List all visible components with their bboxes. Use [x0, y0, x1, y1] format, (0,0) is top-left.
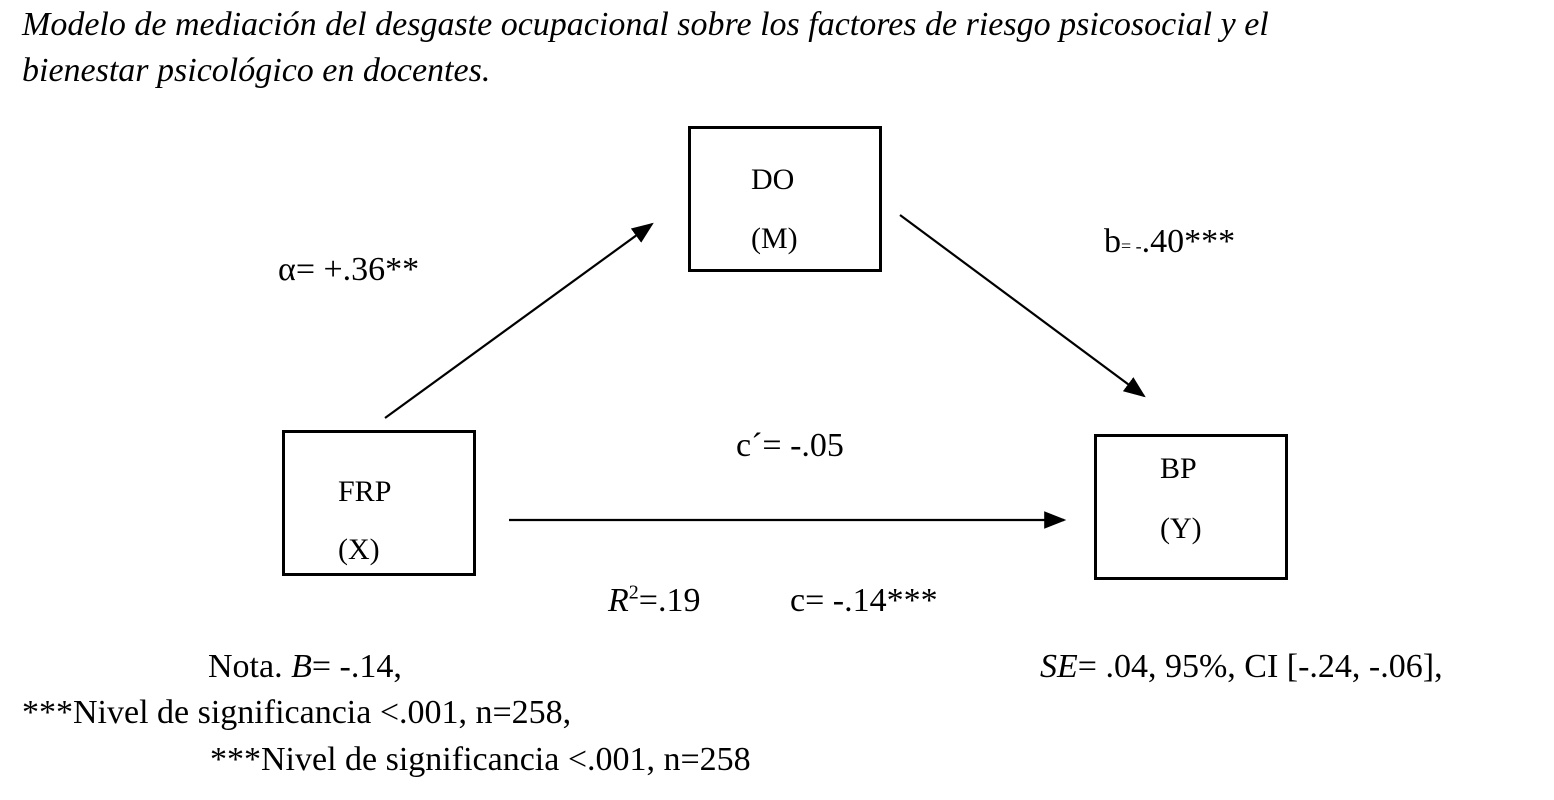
path-b-label: b= -.40*** — [1104, 222, 1235, 266]
path-a-value: = +.36** — [295, 251, 420, 288]
path-a-label: α= +.36** — [278, 250, 419, 290]
mediator-role: (M) — [751, 222, 798, 255]
outcome-role: (Y) — [1160, 512, 1202, 545]
mediator-name: DO — [751, 163, 795, 196]
figure-title: Modelo de mediación del desgaste ocupaci… — [22, 2, 1522, 94]
r-squared-label: R2=.19 — [608, 581, 700, 621]
note-significance-2: ***Nivel de significancia <.001, n=258 — [210, 741, 751, 778]
path-b-prefix: b — [1104, 223, 1121, 260]
note-label: Nota. — [208, 648, 283, 685]
predictor-name: FRP — [338, 475, 392, 508]
figure-title-line-1: Modelo de mediación del desgaste ocupaci… — [22, 6, 1269, 43]
predictor-role: (X) — [338, 533, 380, 566]
note-se-value: = .04, 95%, CI [-.24, -.06], — [1077, 648, 1443, 685]
path-c-label: c= -.14*** — [790, 582, 938, 619]
path-b-eq: = - — [1121, 236, 1142, 256]
path-a-prefix: α — [278, 251, 296, 288]
r-squared-symbol: R — [608, 582, 629, 619]
predictor-box — [282, 430, 476, 576]
note-b-symbol: B — [291, 648, 312, 685]
r-squared-exponent: 2 — [628, 581, 639, 604]
arrow-x-to-m — [384, 222, 654, 419]
note-b-line: Nota. B= -.14, — [208, 647, 402, 687]
note-se-symbol: SE — [1040, 648, 1078, 685]
outcome-box — [1094, 434, 1288, 580]
r-squared-value: =.19 — [638, 582, 701, 619]
note-se-line: SE= .04, 95%, CI [-.24, -.06], — [1040, 647, 1443, 687]
arrow-m-to-y — [899, 214, 1146, 398]
path-b-value: .40*** — [1141, 223, 1236, 260]
note-b-value: = -.14, — [311, 648, 402, 685]
figure-title-line-2: bienestar psicológico en docentes. — [22, 52, 491, 89]
mediator-box — [688, 126, 882, 272]
note-significance-1: ***Nivel de significancia <.001, n=258, — [22, 694, 572, 731]
path-c-prime-label: c´= -.05 — [736, 427, 844, 464]
outcome-name: BP — [1160, 452, 1197, 485]
